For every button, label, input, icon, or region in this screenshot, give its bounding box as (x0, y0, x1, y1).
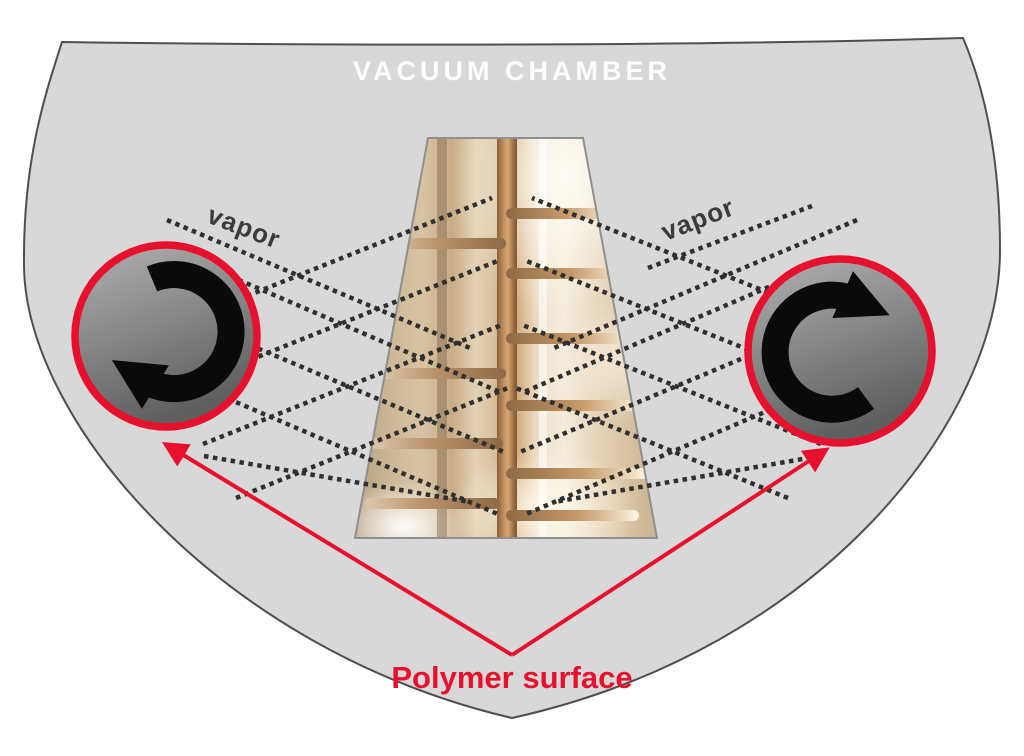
photo-electrode (506, 268, 627, 279)
photo-electrode (506, 510, 639, 521)
polymer-surface-label: Polymer surface (391, 660, 633, 695)
vapor-label-right: vapor (656, 191, 739, 247)
vacuum-chamber-title: VACUUM CHAMBER (353, 56, 671, 86)
roll-right (744, 255, 936, 447)
photo-electrode (385, 238, 506, 249)
photo-electrode (379, 368, 506, 379)
photo-electrode (370, 438, 503, 449)
vapor-label-left: vapor (203, 199, 285, 255)
evaporation-source-photo (355, 138, 657, 538)
photo-electrode (364, 498, 500, 509)
photo-electrode (506, 468, 648, 479)
rotation-arrow-icon (761, 271, 890, 423)
photo-electrode (506, 333, 633, 344)
roll-left (71, 241, 261, 431)
photo-electrode (506, 400, 642, 411)
photo-support-post (436, 138, 448, 538)
photo-electrode (506, 208, 615, 219)
rotation-arrow-icon (111, 261, 245, 409)
